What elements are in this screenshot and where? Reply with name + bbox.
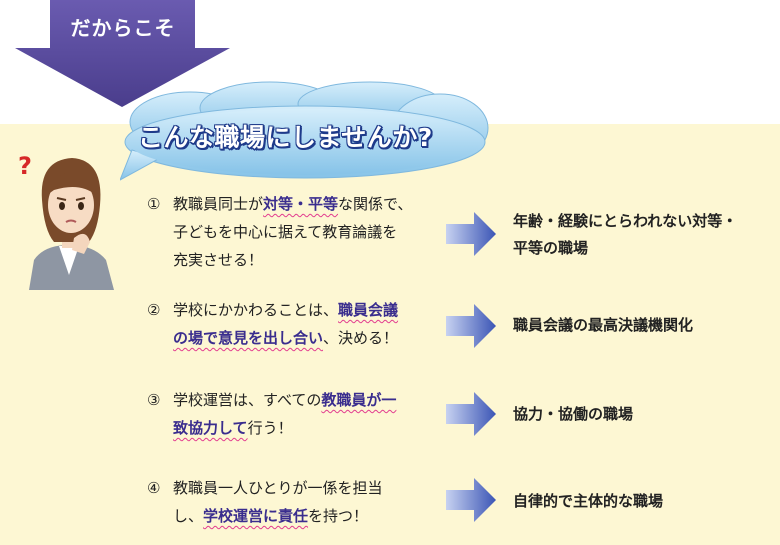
highlight-text: の場で意見を出し合い — [173, 329, 324, 347]
headline-title: こんな職場にしませんか? — [138, 123, 433, 152]
item-number: ④ — [147, 479, 161, 497]
item-number: ③ — [147, 391, 161, 409]
arrow-right-icon — [446, 478, 496, 522]
arrow-right-icon — [446, 392, 496, 436]
highlight-text: 学校運営に責任 — [203, 507, 309, 525]
arrow-right-icon — [446, 304, 496, 348]
content-panel — [0, 124, 780, 545]
thinking-woman-illustration — [29, 158, 114, 290]
result-4: 自律的で主体的な職場 — [513, 492, 664, 510]
result-1: 年齢・経験にとらわれない対等・ 平等の職場 — [513, 212, 738, 257]
highlight-text: 対等・平等 — [263, 195, 339, 213]
down-arrow-banner — [15, 0, 230, 107]
result-2: 職員会議の最高決議機関化 — [513, 316, 694, 334]
item-number: ② — [147, 301, 161, 319]
highlight-text: 致協力して — [173, 419, 248, 437]
highlight-text: 教職員が一 — [321, 391, 397, 409]
banner-label: だからこそ — [70, 16, 176, 40]
headline-cloud — [120, 81, 489, 181]
result-3: 協力・協働の職場 — [513, 405, 634, 423]
highlight-text: 職員会議 — [338, 301, 399, 319]
question-mark-icon: ? — [18, 152, 32, 180]
arrow-right-icon — [446, 212, 496, 256]
item-number: ① — [147, 195, 161, 213]
